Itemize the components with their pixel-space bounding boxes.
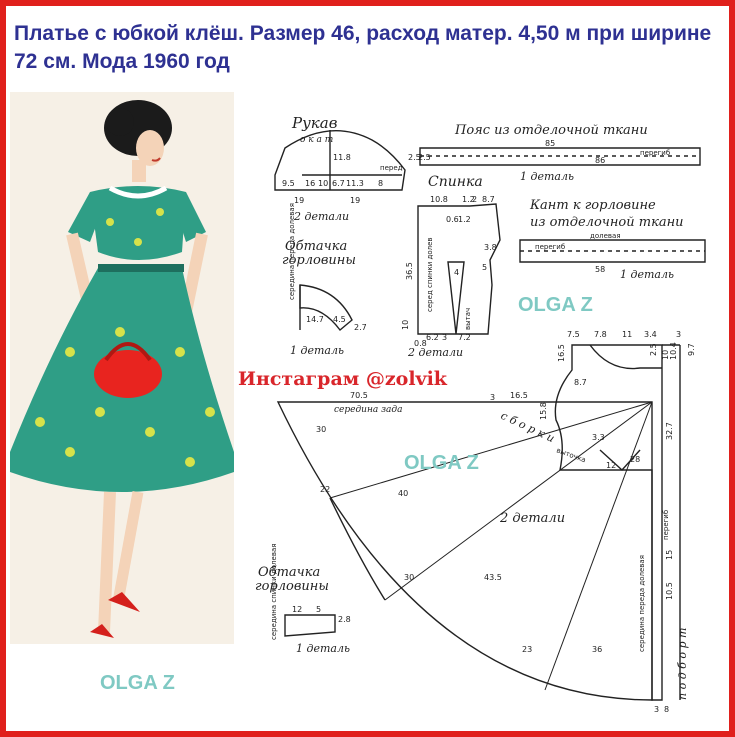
page-title: Платье с юбкой клёш. Размер 46, расход м… xyxy=(14,22,712,73)
instagram-handle: Инстаграм @zolvik xyxy=(238,368,447,390)
watermark-1: OLGA Z xyxy=(518,294,593,316)
watermark-2: OLGA Z xyxy=(404,452,479,474)
watermark-3: OLGA Z xyxy=(100,672,175,694)
dress-illustration xyxy=(10,92,234,644)
